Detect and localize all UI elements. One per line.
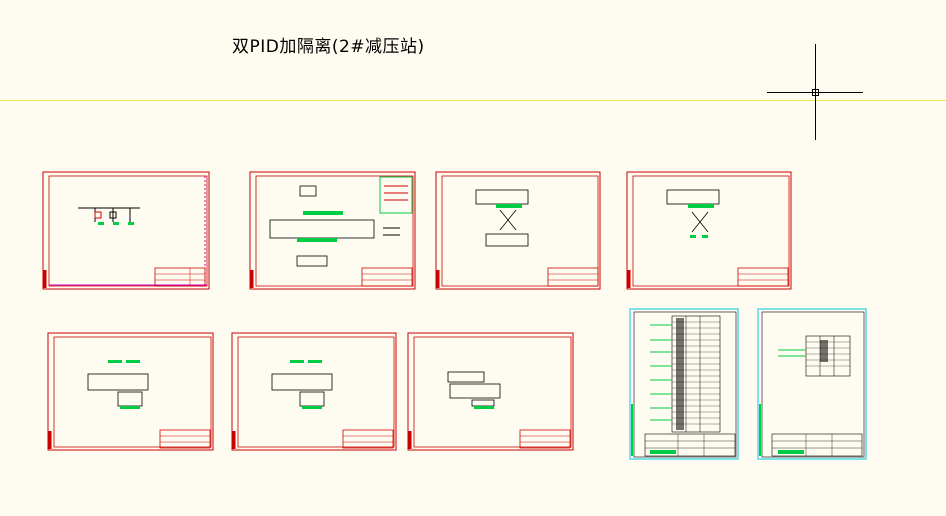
sheet-2[interactable]	[249, 171, 416, 290]
sheet-8[interactable]	[629, 308, 739, 460]
drawing-title: 双PID加隔离(2#减压站)	[232, 37, 425, 57]
crosshair-pickbox	[812, 89, 819, 96]
sheet-4[interactable]	[626, 171, 792, 290]
sheet-6[interactable]	[231, 332, 397, 451]
sheet-7[interactable]	[407, 332, 574, 451]
crosshair-cursor-horizontal	[767, 92, 863, 93]
sheet-9[interactable]	[757, 308, 867, 460]
sheet-5[interactable]	[47, 332, 214, 451]
x-axis-line	[0, 100, 946, 101]
sheet-1[interactable]	[42, 171, 210, 290]
sheet-3[interactable]	[435, 171, 601, 290]
